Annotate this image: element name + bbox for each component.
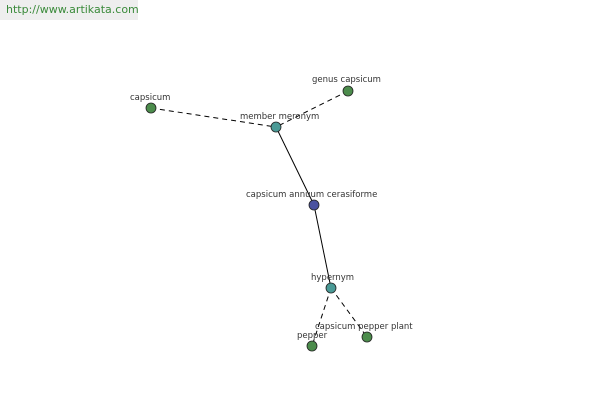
node-label-member-meronym: member meronym — [240, 112, 319, 122]
edges-layer — [150, 90, 368, 347]
node-label-genus-capsicum: genus capsicum — [312, 75, 381, 85]
node-hypernym[interactable] — [325, 282, 337, 294]
edge-member-meronym-to-capsicum-annuum-cerasiforme — [275, 126, 315, 206]
node-label-capsicum: capsicum — [130, 93, 170, 103]
node-label-capsicum-pepper-plant: capsicum pepper plant — [315, 322, 413, 332]
node-capsicum-annuum-cerasiforme[interactable] — [308, 199, 320, 211]
node-label-hypernym: hypernym — [311, 273, 354, 283]
node-genus-capsicum[interactable] — [342, 85, 354, 97]
edge-capsicum-annuum-cerasiforme-to-hypernym — [313, 204, 332, 289]
watermark-url: http://www.artikata.com — [0, 0, 139, 20]
node-capsicum-pepper-plant[interactable] — [361, 331, 373, 343]
edge-capsicum-to-member-meronym — [150, 107, 277, 128]
nodes-layer — [145, 85, 373, 352]
node-label-pepper: pepper — [297, 331, 328, 341]
edge-hypernym-to-pepper — [311, 287, 332, 347]
node-label-capsicum-annuum-cerasiforme: capsicum annuum cerasiforme — [246, 190, 377, 200]
edge-hypernym-to-capsicum-pepper-plant — [330, 287, 368, 338]
node-member-meronym[interactable] — [270, 121, 282, 133]
labels-layer: capsicum genus capsicum member meronym caps… — [130, 75, 413, 341]
node-pepper[interactable] — [306, 340, 318, 352]
edge-genus-capsicum-to-member-meronym — [275, 90, 349, 128]
node-capsicum[interactable] — [145, 102, 157, 114]
